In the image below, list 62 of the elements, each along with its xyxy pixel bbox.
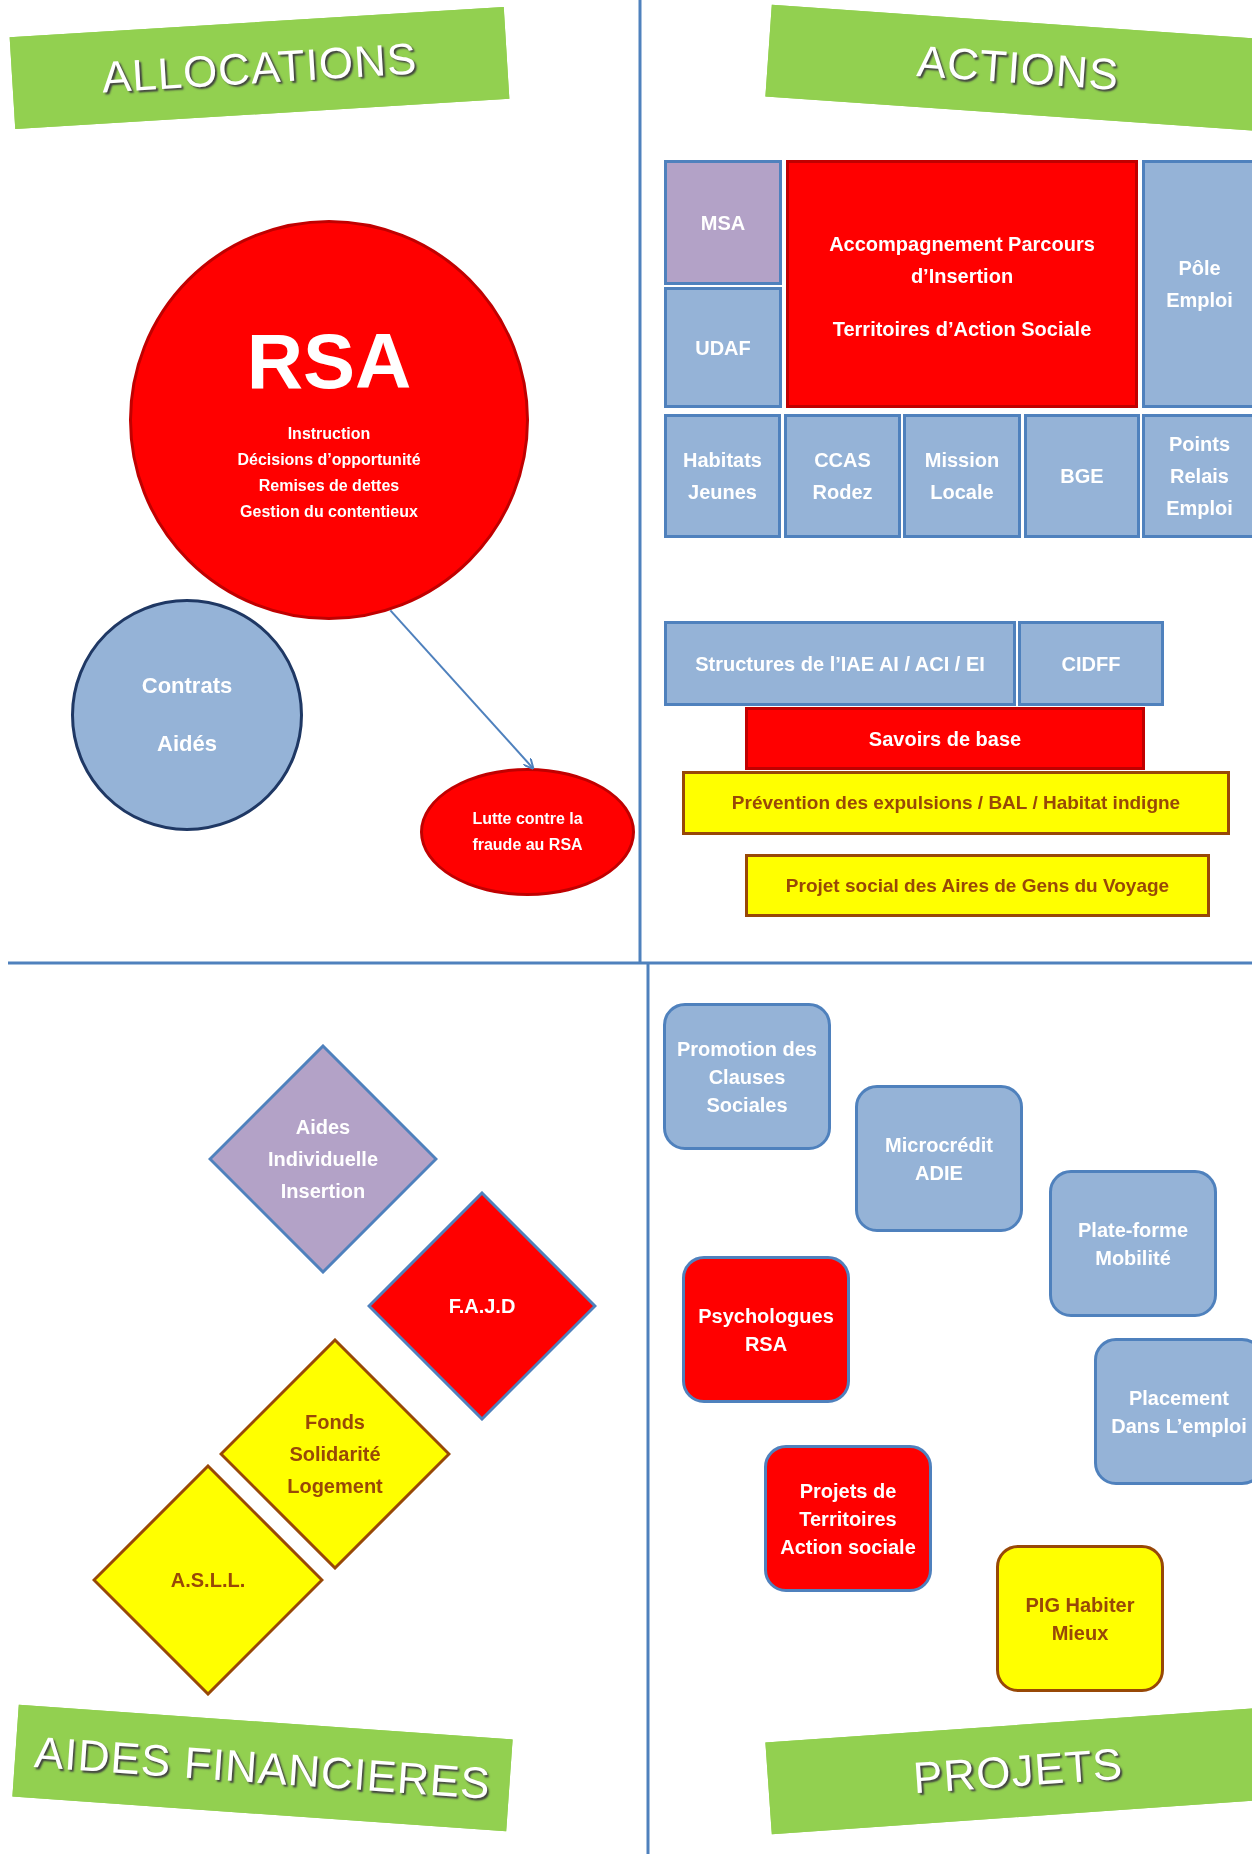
box-label: UDAF xyxy=(695,335,751,361)
box xyxy=(664,287,782,408)
rounded-box xyxy=(1049,1170,1217,1317)
box-label: Contrats Aidés xyxy=(140,672,234,758)
banner-title: ACTIONS xyxy=(915,36,1121,100)
box-label: Promotion des Clauses Sociales xyxy=(676,1036,818,1118)
box xyxy=(664,621,1016,706)
list-item: Décisions d’opportunité xyxy=(237,449,421,470)
box xyxy=(664,414,781,538)
box-label: Fonds Solidarité Logement xyxy=(286,1410,384,1499)
banner-title: AIDES FINANCIERES xyxy=(32,1727,493,1809)
box-label: PIG Habiter Mieux xyxy=(1024,1592,1136,1646)
rounded-box xyxy=(682,1256,850,1403)
rounded-box xyxy=(1094,1338,1252,1485)
box-label: F.A.J.D xyxy=(448,1294,516,1319)
box-label: BGE xyxy=(1060,464,1104,489)
diamond xyxy=(208,1044,438,1274)
box-label: Savoirs de base xyxy=(868,726,1022,752)
box xyxy=(1142,160,1252,408)
diamond xyxy=(367,1191,597,1421)
box-label: Plate-forme Mobilité xyxy=(1077,1217,1189,1271)
box xyxy=(784,414,901,538)
box-subtitle: Territoires d’Action Sociale xyxy=(832,317,1092,341)
box-label: MSA xyxy=(700,210,746,236)
box-label: Structures de l’IAE AI / ACI / EI xyxy=(695,651,985,677)
list-item: Remises de dettes xyxy=(258,475,400,496)
box xyxy=(745,854,1210,917)
box xyxy=(1142,414,1252,538)
box-label: CIDFF xyxy=(1061,651,1121,677)
banner-title: ALLOCATIONS xyxy=(100,33,419,103)
rounded-box xyxy=(996,1545,1164,1692)
circle-title: RSA xyxy=(246,315,412,407)
box-label: Microcrédit ADIE xyxy=(884,1132,994,1186)
list-item: Gestion du contentieux xyxy=(240,501,418,522)
box xyxy=(1018,621,1164,706)
list-item: Instruction xyxy=(287,423,371,444)
rounded-box xyxy=(663,1003,831,1150)
box xyxy=(786,160,1138,408)
rounded-box xyxy=(855,1085,1023,1232)
box-label: Pôle Emploi xyxy=(1165,256,1234,313)
box-label: Aides Individuelle Insertion xyxy=(267,1115,379,1204)
box xyxy=(664,160,782,285)
box-label: Accompagnement Parcours d’Insertion xyxy=(828,231,1096,289)
box-label: Placement Dans L’emploi xyxy=(1110,1385,1248,1439)
box-label: Mission Locale xyxy=(923,448,1001,505)
box xyxy=(745,707,1145,770)
box-label: Prévention des expulsions / BAL / Habitat indigne xyxy=(731,791,1181,815)
box-label: Psychologues RSA xyxy=(697,1303,835,1357)
box-label: CCAS Rodez xyxy=(811,448,874,505)
box xyxy=(1024,414,1140,538)
rounded-box xyxy=(764,1445,932,1592)
box xyxy=(682,771,1230,835)
banner-title: PROJETS xyxy=(911,1738,1125,1804)
box-label: Habitats Jeunes xyxy=(682,448,763,505)
box xyxy=(903,414,1021,538)
box-label: A.S.L.L. xyxy=(170,1568,246,1593)
box-label: Points Relais Emploi xyxy=(1165,432,1234,521)
arrow xyxy=(389,609,535,770)
box-label: Lutte contre la fraude au RSA xyxy=(471,809,584,855)
box-label: Projets de Territoires Action sociale xyxy=(779,1478,917,1560)
box-label: Projet social des Aires de Gens du Voyage xyxy=(785,873,1170,898)
diamond xyxy=(219,1338,451,1570)
